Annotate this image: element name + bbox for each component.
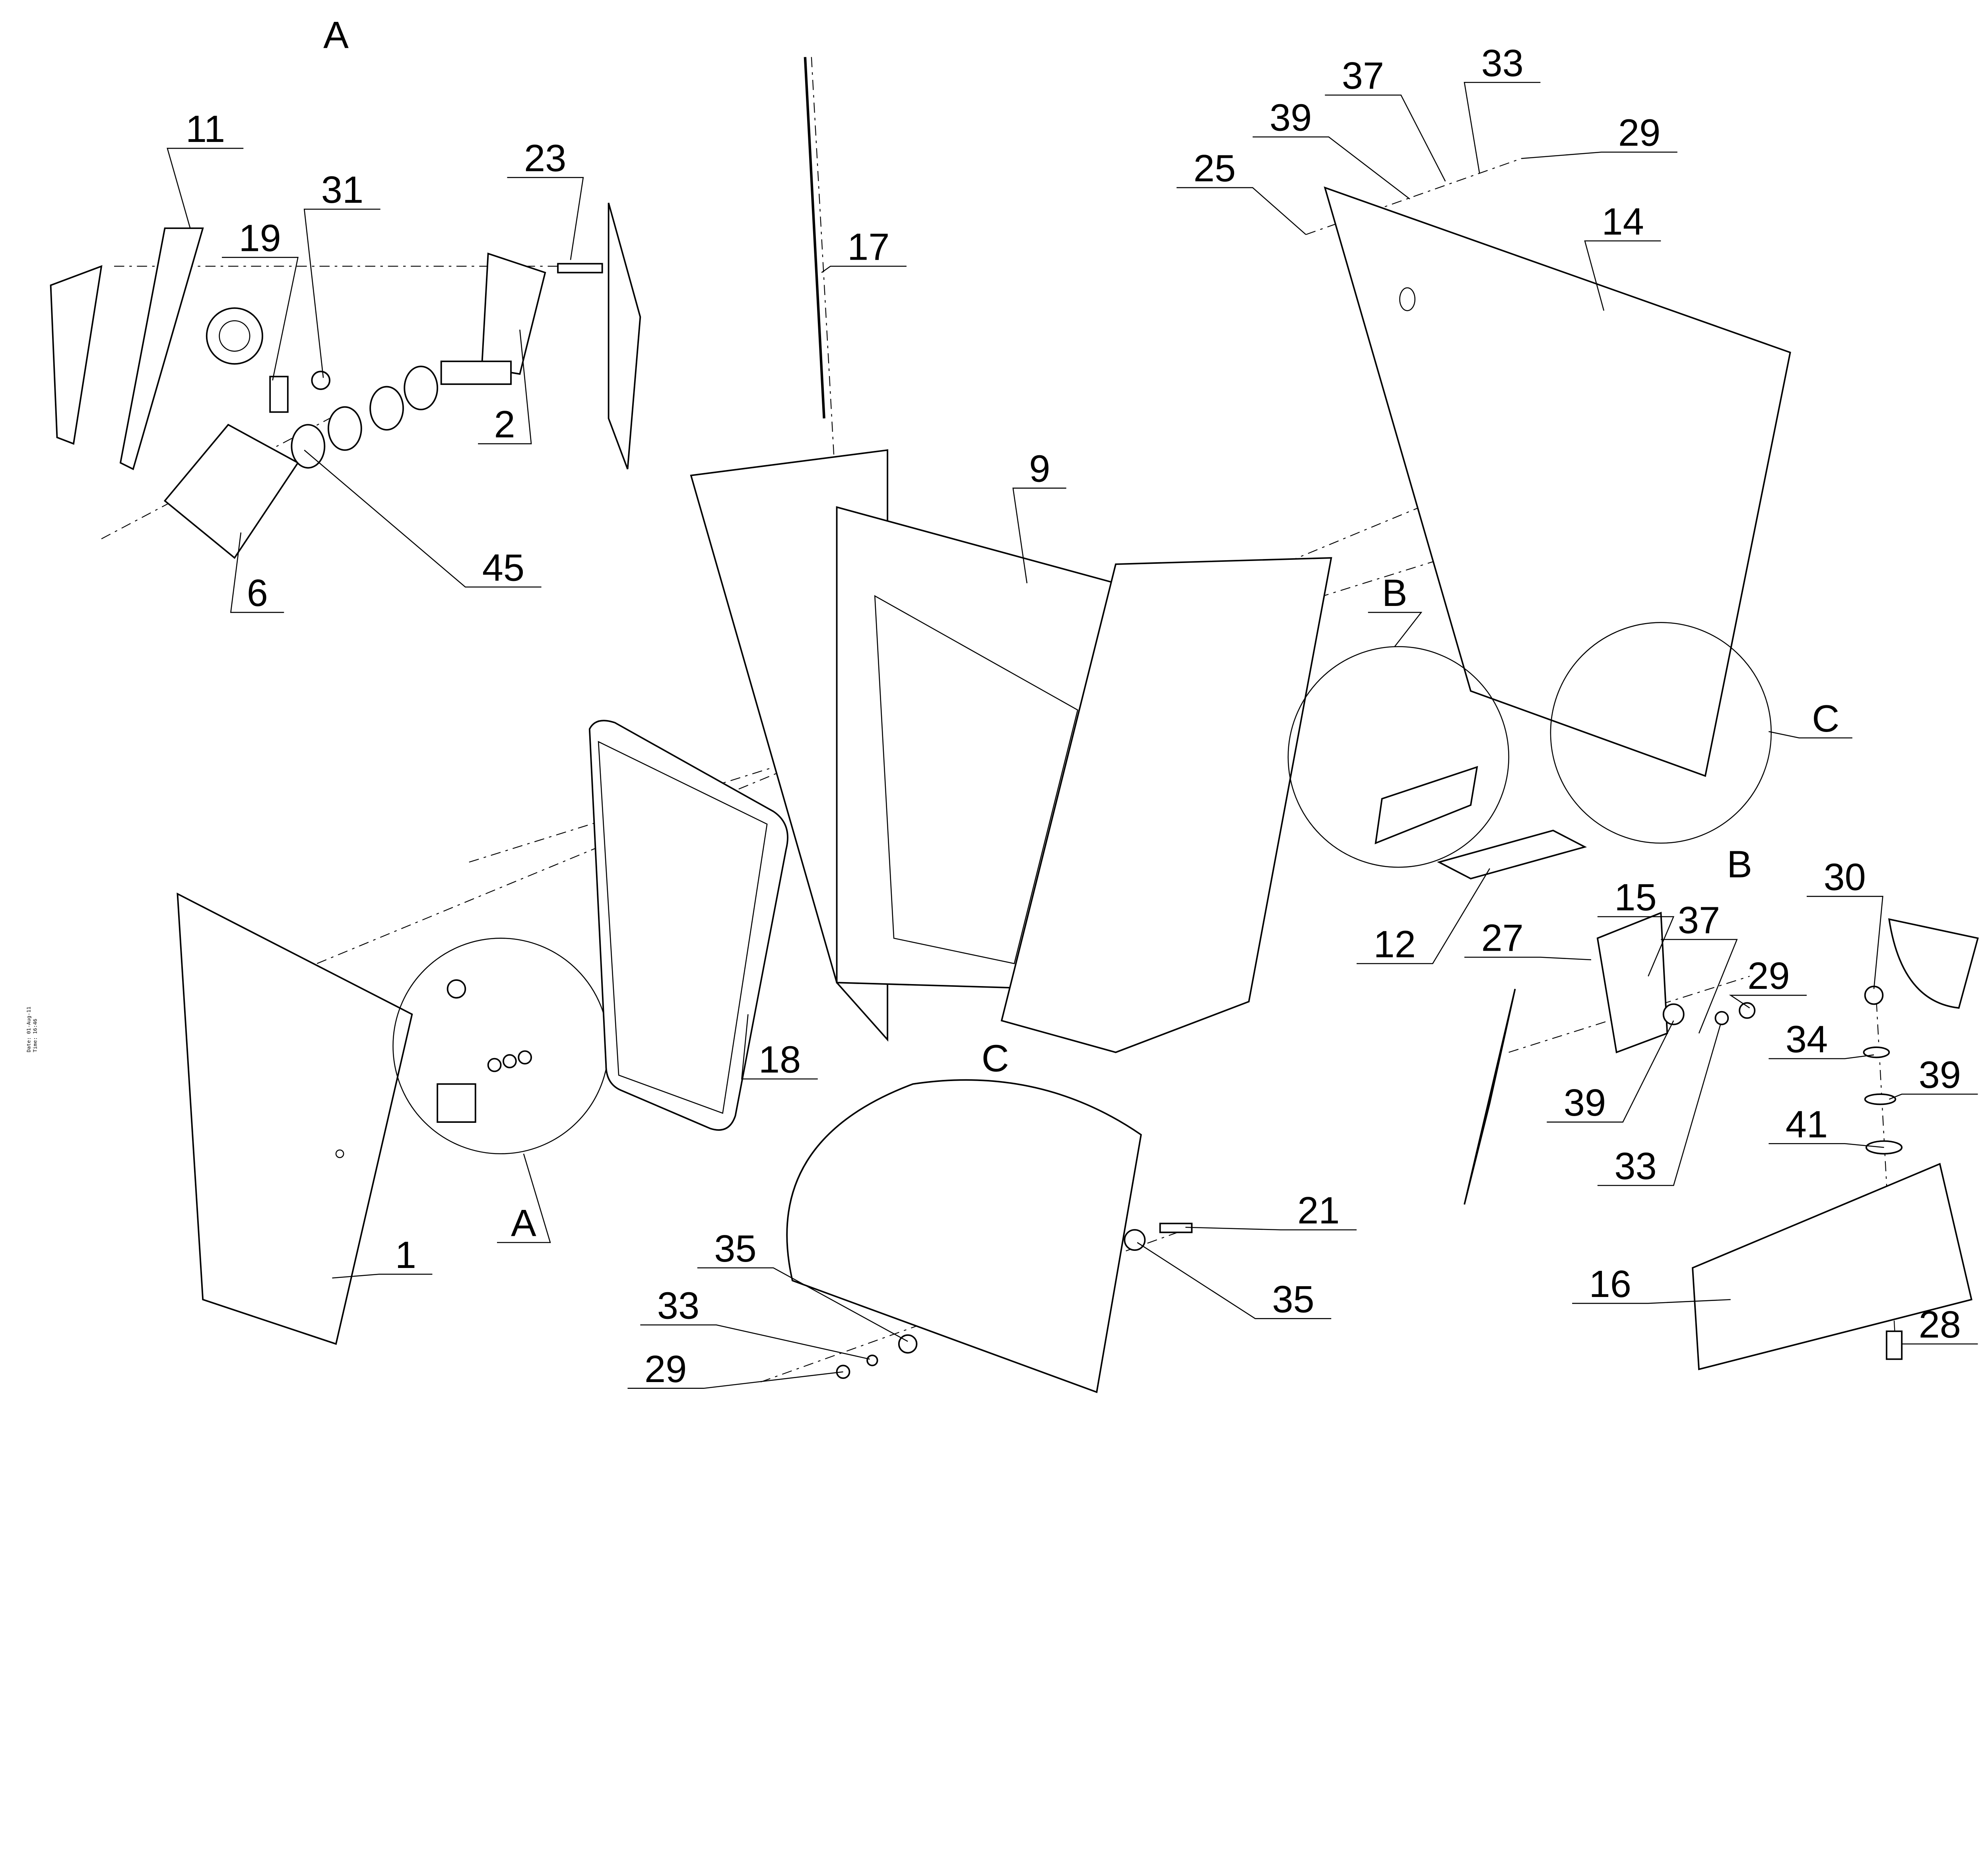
exploded-parts-diagram: A 11 19 31 23 17 2 45 6 9 25 39 37 33 29 14B C B 30 15 37 27 2… bbox=[26, 14, 1979, 1393]
leader-line bbox=[1521, 151, 1677, 159]
leader-line bbox=[1584, 240, 1661, 311]
callout-label: 31 bbox=[321, 169, 363, 211]
plot-time: Time: 16:46 bbox=[32, 1019, 38, 1052]
leader-line bbox=[303, 208, 381, 378]
leader-line bbox=[627, 1371, 843, 1389]
part-15-bracket bbox=[1596, 912, 1756, 1054]
callout-label: 29 bbox=[1747, 955, 1790, 997]
leader-line bbox=[640, 1324, 870, 1360]
leader-line bbox=[1185, 1227, 1357, 1231]
plot-stamp: Date: 01-Aug-11 Time: 16:46 bbox=[26, 1007, 39, 1052]
leader-line bbox=[1769, 1143, 1884, 1148]
leader-line bbox=[1597, 1024, 1721, 1186]
leader-line bbox=[1012, 487, 1066, 584]
detail-a-hardware bbox=[50, 202, 641, 559]
callout-label: 23 bbox=[524, 137, 566, 179]
leader-line bbox=[332, 1274, 433, 1279]
callout-label: 45 bbox=[482, 546, 524, 589]
callout-label: C bbox=[982, 1037, 1009, 1080]
leader-line bbox=[1769, 731, 1852, 739]
callout-label: A bbox=[511, 1202, 536, 1244]
callout-label: 39 bbox=[1564, 1081, 1606, 1124]
callout-label: 2 bbox=[494, 403, 515, 446]
leader-line bbox=[1325, 94, 1446, 182]
callout-label: B bbox=[1382, 572, 1408, 614]
part-9-frame bbox=[690, 449, 1332, 1053]
leader-line bbox=[1572, 1299, 1731, 1304]
callout-label: 11 bbox=[186, 108, 225, 150]
right-hardware bbox=[836, 918, 1979, 1379]
callout-label: B bbox=[1727, 843, 1752, 886]
part-17-rod bbox=[804, 57, 825, 419]
callout-label: 12 bbox=[1373, 923, 1415, 966]
detail-circle-b bbox=[1287, 646, 1509, 868]
leader-line bbox=[167, 148, 244, 229]
callout-label: 30 bbox=[1823, 856, 1866, 899]
callout-label: 39 bbox=[1270, 96, 1312, 139]
callout-label: 29 bbox=[1618, 112, 1660, 154]
leader-line bbox=[497, 1153, 551, 1243]
callout-label: A bbox=[323, 14, 349, 56]
leader-line bbox=[1464, 957, 1591, 961]
leader-line bbox=[1547, 1020, 1674, 1123]
callout-label: 29 bbox=[645, 1348, 687, 1390]
callout-label: C bbox=[1812, 697, 1839, 740]
leader-line bbox=[1597, 916, 1675, 977]
leader-line bbox=[1356, 868, 1490, 964]
callout-label: 18 bbox=[759, 1039, 801, 1081]
callout-label: 39 bbox=[1919, 1054, 1961, 1096]
callout-label: 33 bbox=[1614, 1145, 1656, 1188]
callout-label: 37 bbox=[1342, 54, 1384, 97]
callout-label: 33 bbox=[657, 1284, 699, 1327]
callout-label: 15 bbox=[1614, 876, 1656, 919]
leader-line bbox=[1806, 896, 1883, 989]
callout-label: 9 bbox=[1029, 448, 1050, 490]
callout-label: 33 bbox=[1481, 42, 1523, 84]
leader-line bbox=[222, 257, 299, 381]
leader-line bbox=[230, 532, 284, 613]
leader-line bbox=[1137, 1242, 1332, 1319]
leader-line bbox=[741, 1014, 818, 1079]
part-c-panel-fragment bbox=[786, 1079, 1142, 1393]
leader-line bbox=[1176, 187, 1307, 235]
part-12-plate bbox=[1437, 829, 1587, 879]
leader-line bbox=[1889, 1093, 1978, 1100]
callout-label: 1 bbox=[395, 1234, 416, 1276]
leader-line bbox=[697, 1267, 908, 1342]
callout-label: 21 bbox=[1297, 1189, 1340, 1232]
part-14-panel bbox=[1324, 186, 1791, 777]
callout-label: 27 bbox=[1481, 917, 1523, 959]
leader-line bbox=[478, 329, 532, 445]
callout-label: 25 bbox=[1194, 147, 1236, 190]
callout-label: 16 bbox=[1589, 1263, 1631, 1305]
leader-line bbox=[1368, 612, 1423, 647]
callout-label: 35 bbox=[1272, 1278, 1314, 1320]
part-1-side-panel bbox=[177, 892, 413, 1345]
detail-circle-c bbox=[1550, 622, 1772, 844]
leader-line bbox=[1901, 1343, 1978, 1347]
detail-circle-a bbox=[392, 938, 609, 1155]
leader-line bbox=[507, 177, 584, 260]
leader-line bbox=[1252, 136, 1410, 200]
callout-label: 6 bbox=[247, 572, 268, 614]
part-18-gasket bbox=[588, 720, 788, 1131]
leader-line bbox=[304, 450, 542, 588]
callout-label: 37 bbox=[1678, 899, 1720, 942]
callout-label: 28 bbox=[1919, 1303, 1961, 1346]
callout-label: 41 bbox=[1786, 1103, 1828, 1145]
plot-date: Date: 01-Aug-11 bbox=[26, 1007, 32, 1052]
callout-label: 35 bbox=[714, 1227, 756, 1270]
leader-line bbox=[1464, 82, 1541, 174]
callout-labels: A 11 19 31 23 17 2 45 6 9 25 39 37 33 29 14B C B 30 15 37 27 2… bbox=[167, 14, 1978, 1390]
part-16-deflector bbox=[1692, 1163, 1972, 1371]
leader-line bbox=[1769, 1054, 1874, 1059]
callout-label: 17 bbox=[847, 226, 889, 268]
callout-label: 19 bbox=[239, 217, 281, 259]
leader-line bbox=[1729, 994, 1807, 1009]
leader-line bbox=[821, 266, 907, 273]
callout-label: 34 bbox=[1786, 1018, 1828, 1061]
leader-line bbox=[1661, 939, 1738, 1034]
callout-label: 14 bbox=[1602, 200, 1644, 243]
